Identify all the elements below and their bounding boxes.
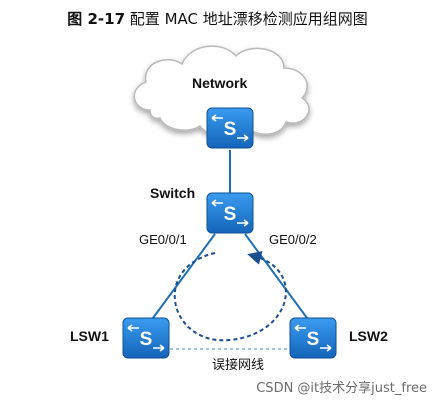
csdn-watermark: CSDN @it技术分享just_free (256, 381, 427, 396)
cloud-switch-icon (206, 107, 254, 149)
core-switch-icon (206, 192, 254, 234)
lsw1-switch-icon (122, 317, 170, 359)
port-ge0-0-2-label: GE0/0/2 (269, 232, 317, 247)
loop-arrow (173, 251, 287, 342)
lsw2-switch-icon (289, 317, 337, 359)
lsw2-label: LSW2 (349, 328, 388, 344)
figure-number: 图 2-17 (67, 10, 126, 28)
link-switch-lsw2 (244, 233, 311, 323)
figure-caption: 图 2-17 配置 MAC 地址漂移检测应用组网图 (0, 8, 435, 29)
link-switch-lsw1 (149, 233, 216, 323)
figure-title: 配置 MAC 地址漂移检测应用组网图 (129, 10, 368, 28)
lsw1-label: LSW1 (70, 328, 109, 344)
network-label: Network (192, 75, 248, 91)
wrong-cable-label: 误接网线 (212, 358, 265, 373)
network-cloud (133, 45, 310, 137)
switch-label: Switch (150, 185, 196, 201)
port-ge0-0-1-label: GE0/0/1 (139, 232, 187, 247)
